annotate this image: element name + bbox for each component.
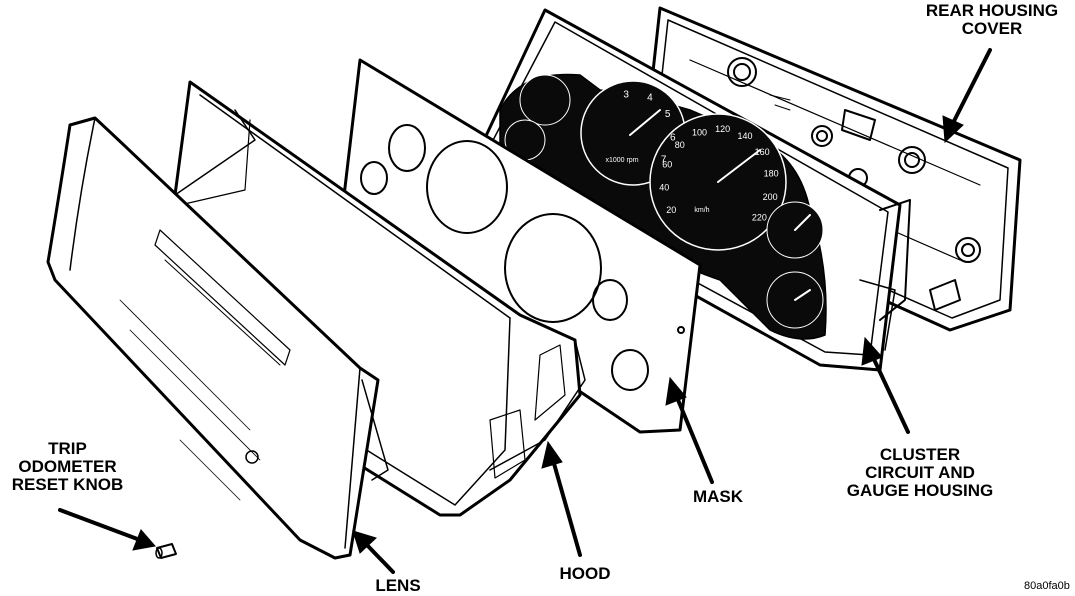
label-line: CIRCUIT AND	[865, 463, 975, 482]
tach-numeral: 5	[665, 109, 671, 120]
label-rear-housing-cover: REAR HOUSING COVER	[912, 2, 1072, 38]
lens	[46, 116, 389, 560]
label-line: RESET KNOB	[11, 475, 124, 494]
label-line: ODOMETER	[18, 457, 117, 476]
tach-unit: x1000 rpm	[605, 157, 638, 164]
label-lens: LENS	[358, 577, 438, 595]
speedo-numeral: 160	[755, 147, 770, 157]
label-mask: MASK	[678, 488, 758, 506]
label-line: LENS	[375, 576, 421, 595]
label-trip-knob: TRIP ODOMETER RESET KNOB	[0, 440, 135, 494]
speedo-numeral: 180	[764, 169, 779, 179]
speedo-numeral: 20	[666, 205, 676, 215]
speedo-numeral: 80	[675, 140, 685, 150]
label-line: REAR HOUSING	[925, 1, 1059, 20]
speedo-numeral: 120	[715, 124, 730, 134]
speedo-numeral: 100	[692, 127, 707, 137]
arrow-mask	[665, 376, 714, 484]
speedo-unit: km/h	[694, 207, 709, 214]
label-line: CLUSTER	[879, 445, 961, 464]
tach-numeral: 3	[623, 90, 629, 101]
label-line: TRIP	[48, 439, 87, 458]
speedo-numeral: 140	[737, 131, 752, 141]
arrow-hood	[541, 440, 582, 557]
tach-numeral: 6	[670, 133, 676, 144]
label-hood: HOOD	[545, 565, 625, 583]
tach-numeral: 7	[661, 155, 667, 166]
label-line: HOOD	[559, 564, 611, 583]
speedo-numeral: 220	[752, 213, 767, 223]
label-cluster: CLUSTER CIRCUIT AND GAUGE HOUSING	[830, 446, 1010, 500]
speedo-numeral: 40	[659, 183, 669, 193]
tach-numeral: 4	[647, 93, 653, 104]
label-line: MASK	[692, 487, 744, 506]
arrow-cluster	[861, 336, 910, 434]
speedo-numeral: 200	[763, 192, 778, 202]
speedo-numeral: 60	[662, 160, 672, 170]
label-line: COVER	[961, 19, 1023, 38]
label-line: GAUGE HOUSING	[846, 481, 994, 500]
arrow-trip-knob	[58, 508, 156, 551]
figure-code: 80a0fa0b	[1024, 580, 1070, 592]
arrow-rear-housing-cover	[942, 48, 992, 144]
arrow-lens	[352, 530, 395, 574]
cluster-gauge-housing	[468, 8, 911, 372]
trip-odometer-reset-knob	[155, 543, 177, 559]
